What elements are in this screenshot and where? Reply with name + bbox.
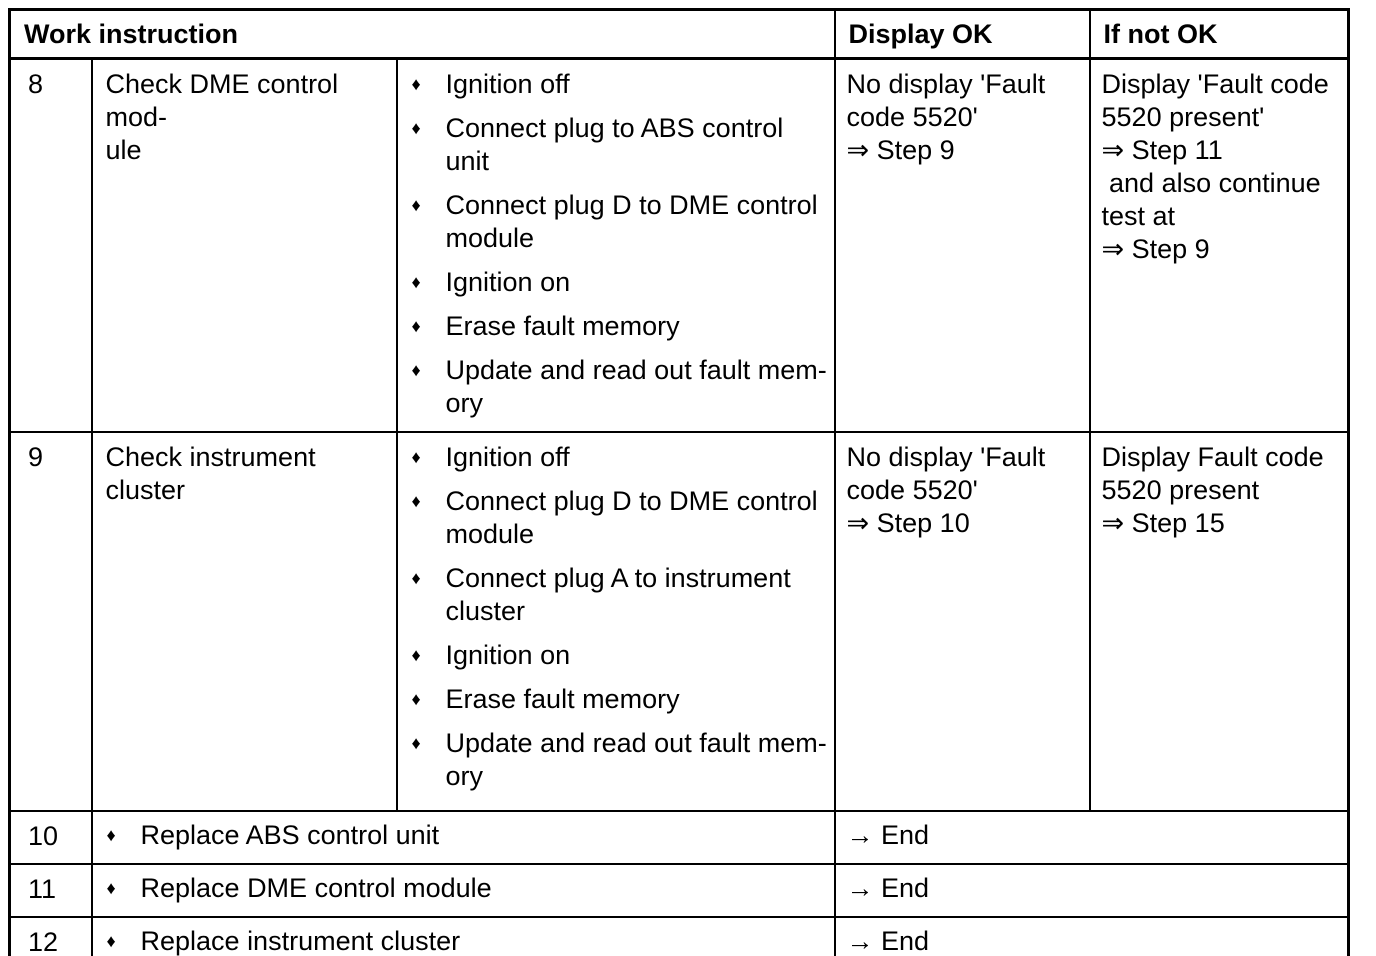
step-action-cell: ♦ Replace instrument cluster	[90, 916, 836, 956]
display-ok-cell: No display 'Fault code 5520' ⇒ Step 9	[833, 57, 1091, 433]
action-item: ♦ Connect plug to ABS control unit	[410, 112, 830, 178]
diamond-bullet-icon: ♦	[411, 568, 421, 588]
action-text: Ignition on	[445, 267, 571, 297]
step-action-cell: ♦ Replace DME control module	[90, 863, 836, 918]
end-result-cell: → End	[833, 810, 1350, 865]
action-item: ♦ Ignition on	[410, 266, 830, 299]
display-ok-cell: No display 'Fault code 5520' ⇒ Step 10	[833, 431, 1091, 812]
action-text: Erase fault memory	[445, 311, 680, 341]
step-number: 10	[8, 810, 93, 865]
end-result-cell: → End	[833, 916, 1350, 956]
diamond-bullet-icon: ♦	[411, 733, 421, 753]
action-text: Connect plug to ABS control unit	[445, 113, 784, 176]
step-action-list: ♦ Ignition off ♦ Connect plug D to DME c…	[395, 431, 836, 812]
work-instruction-table: Work instruction Display OK If not OK 8 …	[8, 8, 1351, 956]
header-display-ok: Display OK	[833, 8, 1091, 60]
action-item: ♦ Replace instrument cluster	[105, 925, 830, 956]
table-row-step-11: 11 ♦ Replace DME control module → End	[8, 863, 1350, 918]
action-text: Ignition off	[445, 442, 570, 472]
action-item: ♦ Erase fault memory	[410, 310, 830, 343]
action-text: Connect plug D to DME control module	[445, 190, 818, 253]
action-text: Connect plug A to instrument cluster	[445, 563, 791, 626]
action-item: ♦ Replace ABS control unit	[105, 819, 830, 852]
if-not-ok-cell: Display 'Fault code 5520 present' ⇒ Step…	[1088, 57, 1350, 433]
action-item: ♦ Erase fault memory	[410, 683, 830, 716]
action-item: ♦ Connect plug D to DME control module	[410, 485, 830, 551]
action-text: Connect plug D to DME control module	[445, 486, 818, 549]
action-item: ♦ Ignition off	[410, 441, 830, 474]
action-item: ♦ Connect plug D to DME control module	[410, 189, 830, 255]
diamond-bullet-icon: ♦	[106, 878, 116, 898]
end-result-cell: → End	[833, 863, 1350, 918]
diamond-bullet-icon: ♦	[411, 360, 421, 380]
step-action-cell: ♦ Replace ABS control unit	[90, 810, 836, 865]
action-text: Ignition on	[445, 640, 571, 670]
action-item: ♦ Connect plug A to instrument cluster	[410, 562, 830, 628]
header-if-not-ok: If not OK	[1088, 8, 1350, 60]
diamond-bullet-icon: ♦	[106, 931, 116, 951]
diamond-bullet-icon: ♦	[411, 491, 421, 511]
step-number: 8	[8, 57, 93, 433]
action-text: Replace DME control module	[140, 873, 492, 903]
step-number: 12	[8, 916, 93, 956]
diamond-bullet-icon: ♦	[411, 645, 421, 665]
diamond-bullet-icon: ♦	[411, 272, 421, 292]
action-item: ♦ Ignition on	[410, 639, 830, 672]
action-text: Replace instrument cluster	[140, 926, 461, 956]
diamond-bullet-icon: ♦	[106, 825, 116, 845]
diamond-bullet-icon: ♦	[411, 118, 421, 138]
action-item: ♦ Update and read out fault mem- ory	[410, 727, 830, 793]
step-title: Check instrument cluster	[90, 431, 398, 812]
diamond-bullet-icon: ♦	[411, 316, 421, 336]
header-row: Work instruction Display OK If not OK	[8, 8, 1350, 60]
action-item: ♦ Ignition off	[410, 68, 830, 101]
diamond-bullet-icon: ♦	[411, 447, 421, 467]
table-row-step-12: 12 ♦ Replace instrument cluster → End	[8, 916, 1350, 956]
table-row-step-8: 8 Check DME control mod- ule ♦ Ignition …	[8, 57, 1350, 433]
table-row-step-10: 10 ♦ Replace ABS control unit → End	[8, 810, 1350, 865]
step-action-list: ♦ Ignition off ♦ Connect plug to ABS con…	[395, 57, 836, 433]
step-number: 11	[8, 863, 93, 918]
table-row-step-9: 9 Check instrument cluster ♦ Ignition of…	[8, 431, 1350, 812]
action-text: Replace ABS control unit	[140, 820, 440, 850]
diamond-bullet-icon: ♦	[411, 195, 421, 215]
action-text: Update and read out fault mem- ory	[445, 355, 827, 418]
diamond-bullet-icon: ♦	[411, 74, 421, 94]
action-item: ♦ Update and read out fault mem- ory	[410, 354, 830, 420]
if-not-ok-cell: Display Fault code 5520 present ⇒ Step 1…	[1088, 431, 1350, 812]
diamond-bullet-icon: ♦	[411, 689, 421, 709]
header-work-instruction: Work instruction	[8, 8, 836, 60]
action-text: Erase fault memory	[445, 684, 680, 714]
action-text: Ignition off	[445, 69, 570, 99]
step-number: 9	[8, 431, 93, 812]
step-title: Check DME control mod- ule	[90, 57, 398, 433]
action-text: Update and read out fault mem- ory	[445, 728, 827, 791]
action-item: ♦ Replace DME control module	[105, 872, 830, 905]
